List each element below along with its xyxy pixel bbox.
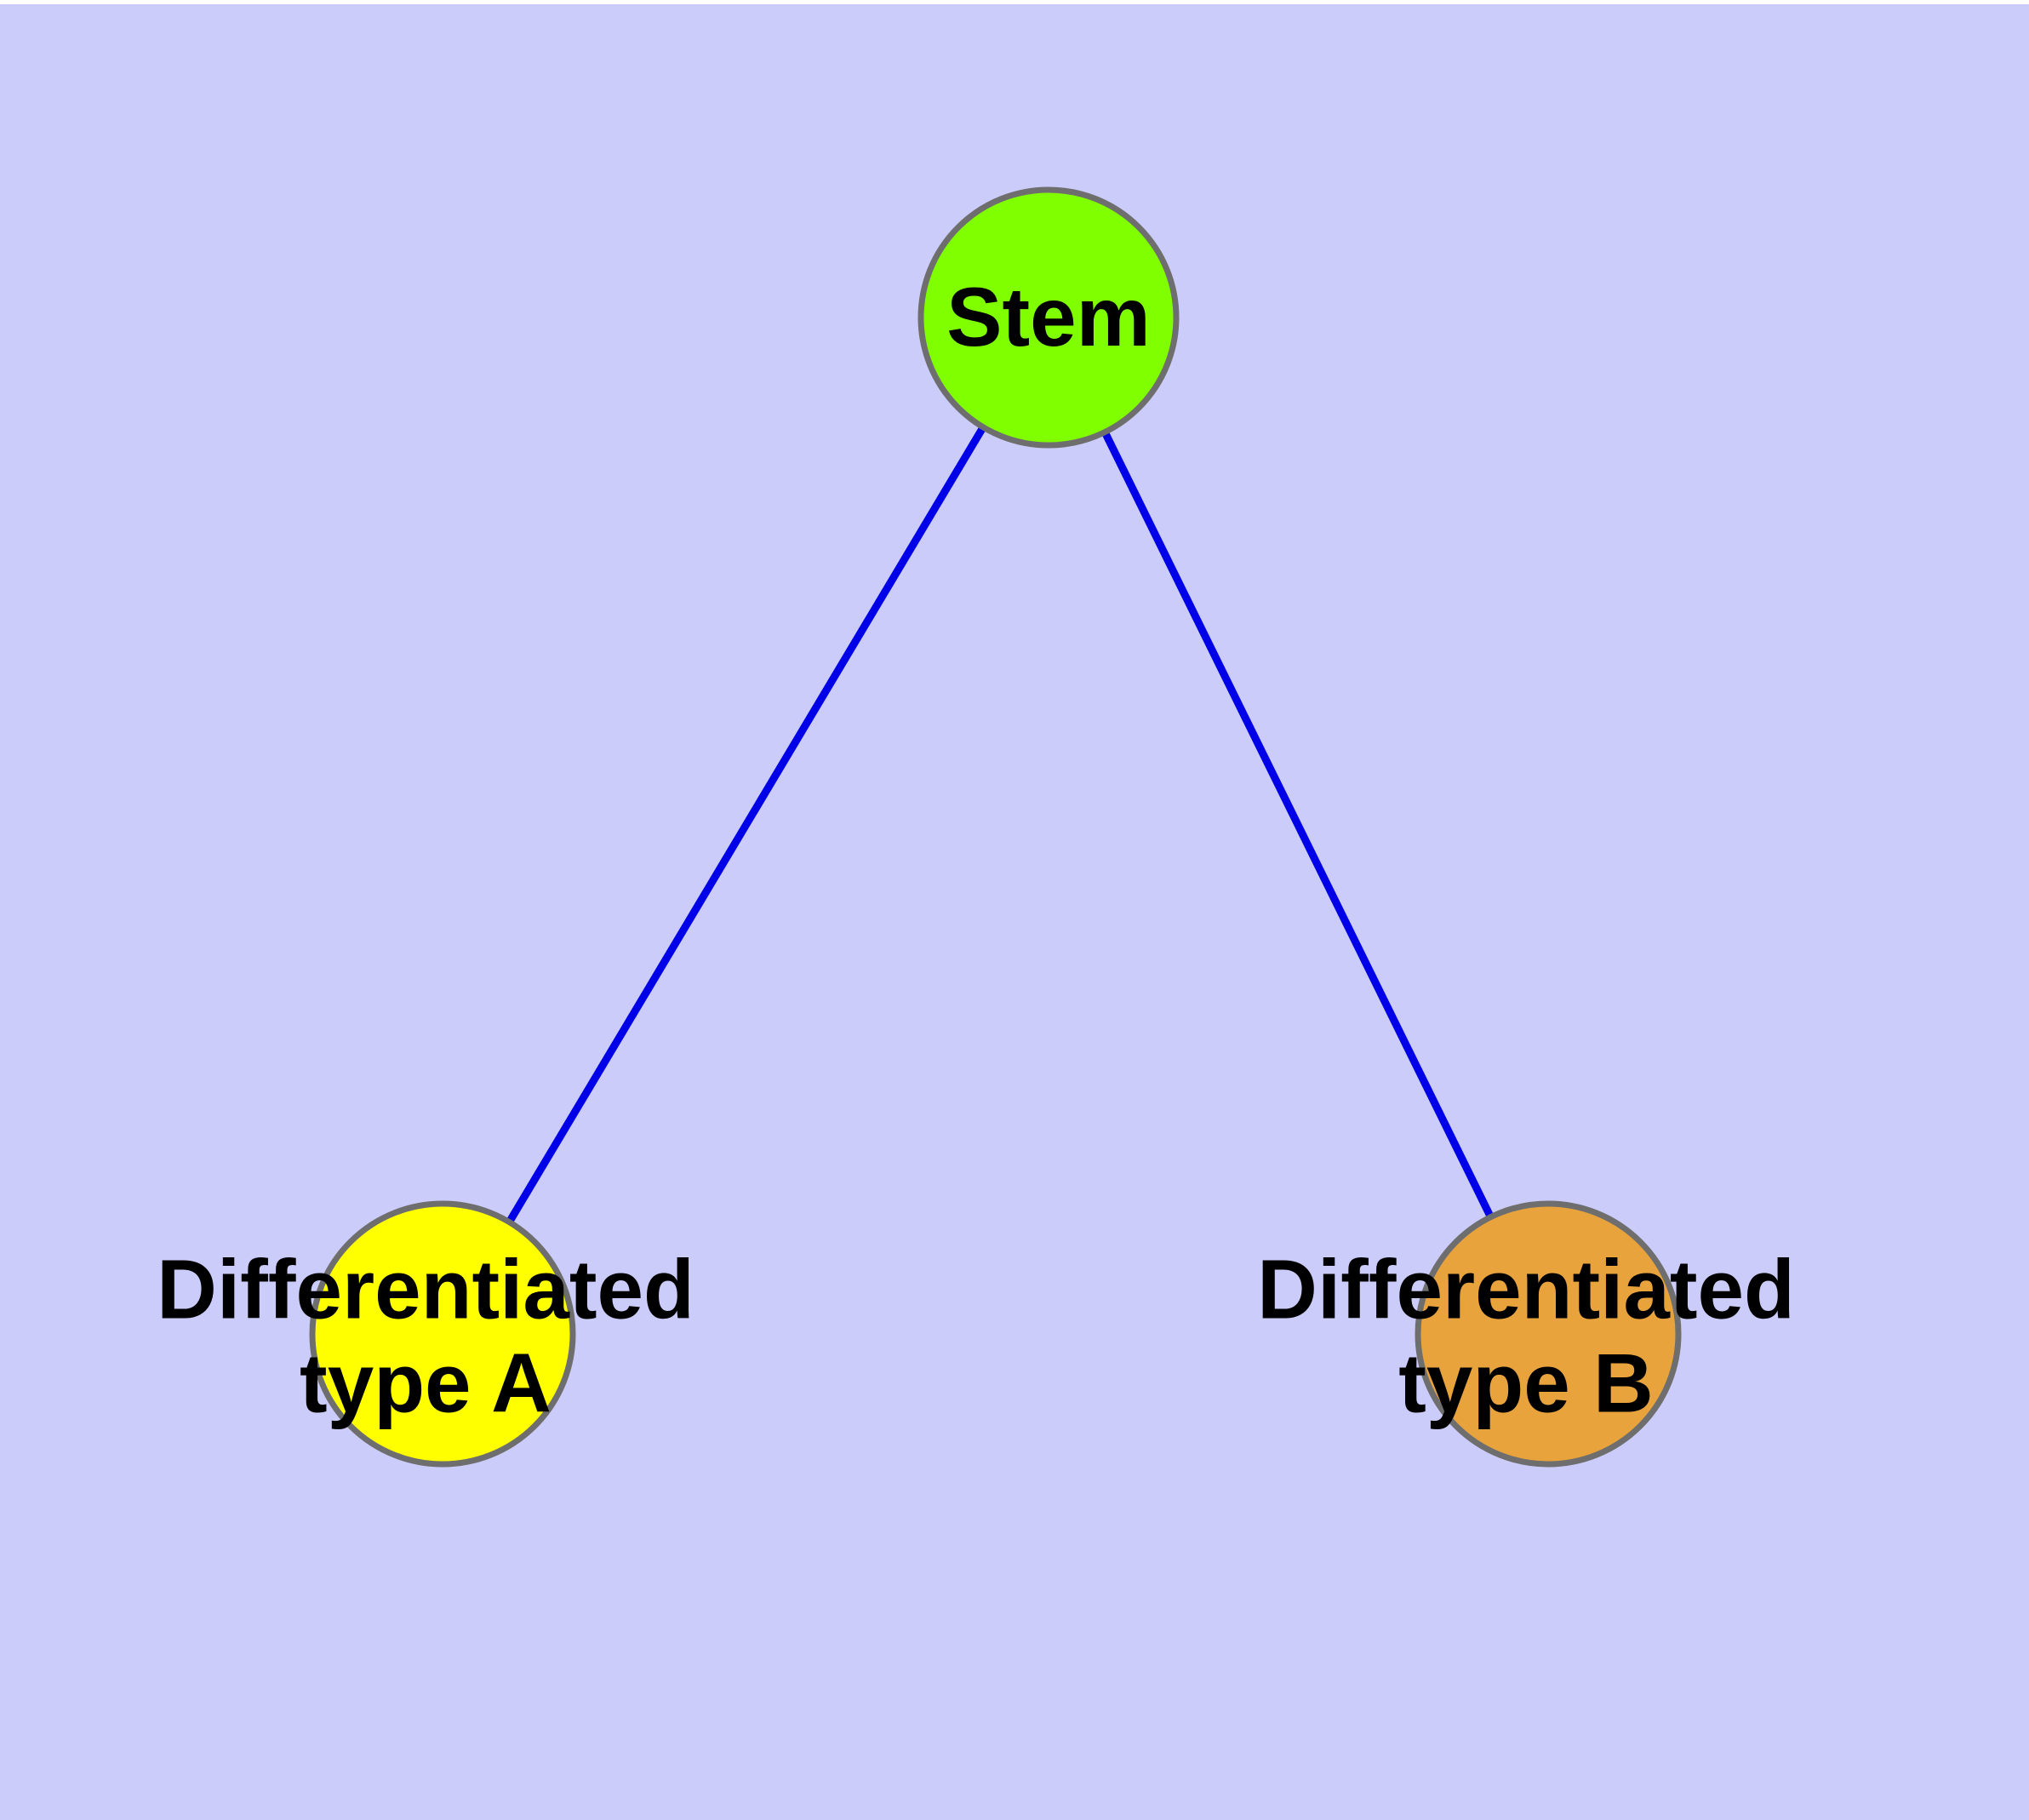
edge-stem-to-diff-b	[1044, 316, 1552, 1336]
node-diff-b[interactable]	[1415, 1200, 1682, 1468]
edge-stem-to-diff-a	[439, 315, 1052, 1336]
node-layer	[309, 186, 1682, 1468]
edge-layer	[439, 315, 1552, 1336]
node-stem[interactable]	[917, 186, 1180, 449]
node-diff-a[interactable]	[309, 1200, 576, 1468]
